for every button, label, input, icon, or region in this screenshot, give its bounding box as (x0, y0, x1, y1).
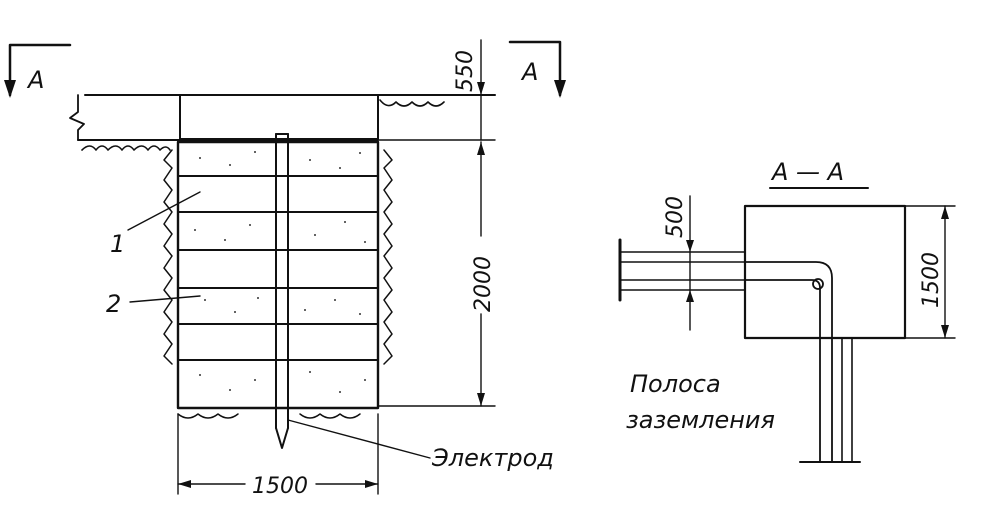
dimension-2000: 2000 (377, 141, 496, 407)
pit (163, 140, 393, 419)
section-marker-right-label: А (520, 58, 538, 86)
section-marker-left-label: А (26, 66, 44, 94)
dimension-1500-right-text: 1500 (919, 252, 944, 308)
callout-electrode: Электрод (287, 419, 554, 472)
section-marker-right: А (508, 40, 566, 98)
section-marker-left: А (4, 43, 72, 98)
strip-label-line1: Полоса (630, 370, 721, 398)
section-a-a: А — А 500 1500 Полоса заземления (618, 158, 956, 463)
dimension-550: 550 (377, 39, 496, 141)
callout-layer-2: 2 (106, 290, 201, 318)
dimension-1500-bottom-text: 1500 (252, 474, 308, 499)
strip-label-line2: заземления (626, 406, 775, 434)
callout-layer-2-text: 2 (106, 290, 121, 318)
dimension-550-text: 550 (453, 50, 478, 92)
sand-layer (194, 151, 366, 393)
ground-surface (69, 94, 496, 151)
callout-layer-1: 1 (110, 191, 201, 258)
dimension-500-text: 500 (663, 196, 688, 238)
electrode (275, 133, 289, 449)
section-title: А — А (770, 158, 844, 186)
dimension-1500-bottom: 1500 (177, 413, 379, 499)
callout-layer-1-text: 1 (110, 230, 125, 258)
callout-electrode-text: Электрод (431, 444, 554, 472)
dimension-2000-text: 2000 (471, 256, 496, 312)
